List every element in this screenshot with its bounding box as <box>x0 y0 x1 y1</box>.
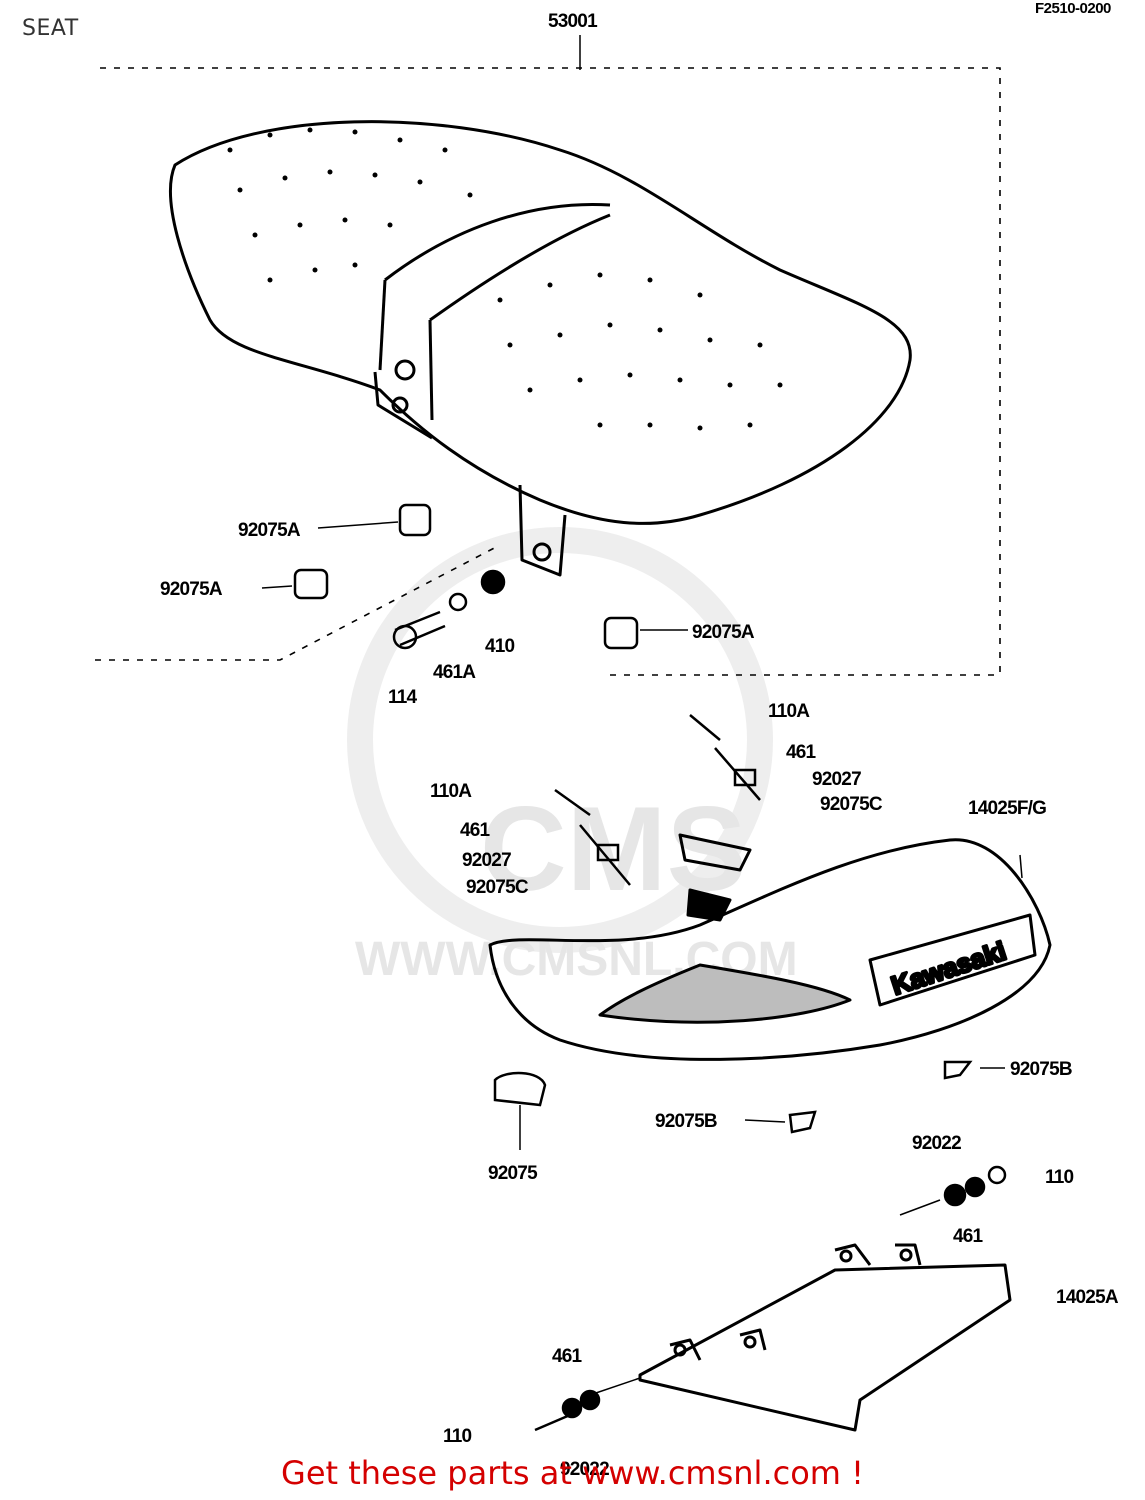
callout-label: 92022 <box>560 1459 609 1480</box>
callout-label: 110 <box>1045 1167 1073 1188</box>
callout-label: 53001 <box>548 11 598 32</box>
cms-watermark: CMS WWW.CMSNL.COM <box>347 527 798 986</box>
callout-label: 92027 <box>462 850 511 871</box>
callout-label: 461 <box>552 1346 583 1367</box>
callout-label: 114 <box>388 687 417 708</box>
callout-label: 92075A <box>692 622 755 643</box>
callout-label: 410 <box>485 636 515 657</box>
page-title: SEAT <box>22 16 79 41</box>
callout-label: 14025A <box>1056 1287 1119 1308</box>
callout-labels: 53001 92075A 92075A 92075A 410 461A 114 … <box>160 11 1120 1480</box>
callout-label: 92075B <box>1010 1059 1072 1080</box>
callout-label: 110A <box>768 701 810 722</box>
callout-label: 461 <box>460 820 491 841</box>
fasteners <box>293 503 1007 1432</box>
seat-53001 <box>169 120 912 577</box>
callout-label: 14025F/G <box>968 798 1046 819</box>
callout-label: 92027 <box>812 769 861 790</box>
callout-label: 110A <box>430 781 472 802</box>
diagram-reference-code: F2510-0200 <box>1035 0 1111 17</box>
callout-label: 92075A <box>238 520 301 541</box>
callout-label: 92075C <box>820 794 883 815</box>
leader-lines <box>261 35 1023 1396</box>
callout-label: 92075C <box>466 877 529 898</box>
callout-label: 110 <box>443 1426 471 1447</box>
callout-label: 461A <box>433 662 476 683</box>
seat-stitch-dots <box>227 127 783 431</box>
callout-label: 461 <box>953 1226 984 1247</box>
callout-label: 92075 <box>488 1163 538 1184</box>
bracket-14025A <box>638 1243 1012 1432</box>
callout-label: 461 <box>786 742 817 763</box>
callout-label: 92022 <box>912 1133 961 1154</box>
callout-label: 92075A <box>160 579 223 600</box>
kawasaki-logo: Kawasaki <box>888 936 1010 1001</box>
callout-label: 92075B <box>655 1111 717 1132</box>
buy-parts-link[interactable]: Get these parts at www.cmsnl.com ! <box>281 1454 864 1492</box>
assembly-outline <box>95 67 1001 680</box>
